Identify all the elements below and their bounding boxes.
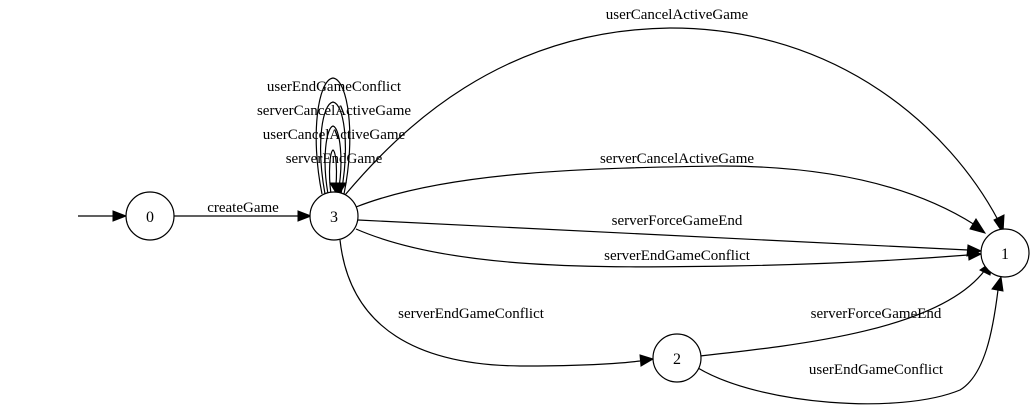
label-loop-serverCancelActiveGame: serverCancelActiveGame: [257, 103, 411, 119]
arrowhead-3-1-userCancelActiveGame: [993, 214, 1005, 235]
label-loop-userCancelActiveGame: userCancelActiveGame: [263, 127, 406, 143]
edge-3-2-serverEndGameConflict: [339, 239, 641, 367]
arrowhead-3-2-serverEndGameConflict: [639, 354, 655, 367]
node-3-label: 3: [330, 209, 338, 226]
edge-2-1-userEndGameConflict: [697, 289, 999, 405]
label-3-1-serverCancelActiveGame: serverCancelActiveGame: [600, 151, 754, 167]
edge-3-1-serverForceGameEnd: [357, 219, 969, 251]
label-2-1-serverForceGameEnd: serverForceGameEnd: [811, 306, 942, 322]
arrowhead-2-1-userEndGameConflict: [991, 275, 1004, 292]
label-2-1-userEndGameConflict: userEndGameConflict: [809, 362, 944, 378]
edge-3-1-userCancelActiveGame: [344, 27, 999, 221]
loop-edge-serverEndGame: [328, 149, 338, 195]
label-3-1-serverForceGameEnd: serverForceGameEnd: [612, 213, 743, 229]
node-2: 2: [652, 333, 702, 383]
loop-edge-userCancelActiveGame: [324, 125, 342, 195]
start-arrowhead: [112, 210, 128, 222]
node-0-label: 0: [146, 209, 154, 226]
label-0-3-createGame: createGame: [207, 200, 279, 216]
node-3: 3: [309, 191, 359, 241]
node-1-label: 1: [1001, 246, 1009, 263]
edge-3-1-serverCancelActiveGame: [355, 165, 976, 226]
arrowhead-3-1-serverCancelActiveGame: [969, 218, 987, 234]
edge-2-1-serverForceGameEnd: [699, 269, 986, 357]
loop-edge-userEndGameConflict: [315, 77, 351, 195]
arrowhead-3-1-serverEndGameConflict: [967, 248, 983, 261]
node-0: 0: [125, 191, 175, 241]
arrowhead-0-3-createGame: [297, 210, 313, 222]
label-3-2-serverEndGameConflict: serverEndGameConflict: [398, 306, 545, 322]
node-1: 1: [980, 228, 1030, 278]
node-2-label: 2: [673, 351, 681, 368]
label-3-1-userCancelActiveGame: userCancelActiveGame: [606, 7, 749, 23]
label-3-1-serverEndGameConflict: serverEndGameConflict: [604, 248, 751, 264]
label-loop-serverEndGame: serverEndGame: [286, 151, 383, 167]
edge-3-1-serverEndGameConflict: [355, 228, 969, 268]
loop-arrowhead: [329, 182, 347, 197]
loop-edge-serverCancelActiveGame: [320, 101, 346, 195]
label-loop-userEndGameConflict: userEndGameConflict: [267, 79, 402, 95]
